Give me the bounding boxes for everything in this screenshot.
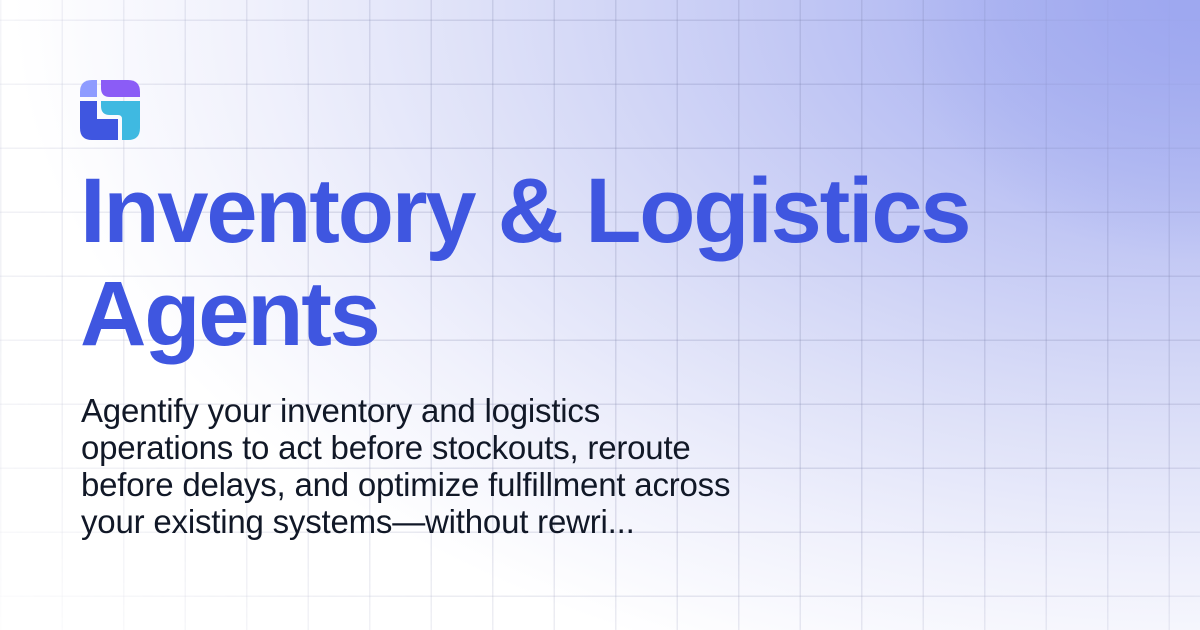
page-title: Inventory & Logistics Agents (80, 160, 1140, 366)
page-description: Agentify your inventory and logistics op… (81, 392, 901, 540)
brand-logo-icon (80, 80, 140, 140)
description-line-4: your existing systems—without rewri... (81, 503, 635, 540)
title-line-1: Inventory & Logistics (80, 160, 972, 262)
title-line-2: Agents (80, 263, 381, 365)
description-line-1: Agentify your inventory and logistics (81, 392, 601, 429)
description-line-3: before delays, and optimize fulfillment … (81, 466, 731, 503)
description-line-2: operations to act before stockouts, rero… (81, 429, 691, 466)
